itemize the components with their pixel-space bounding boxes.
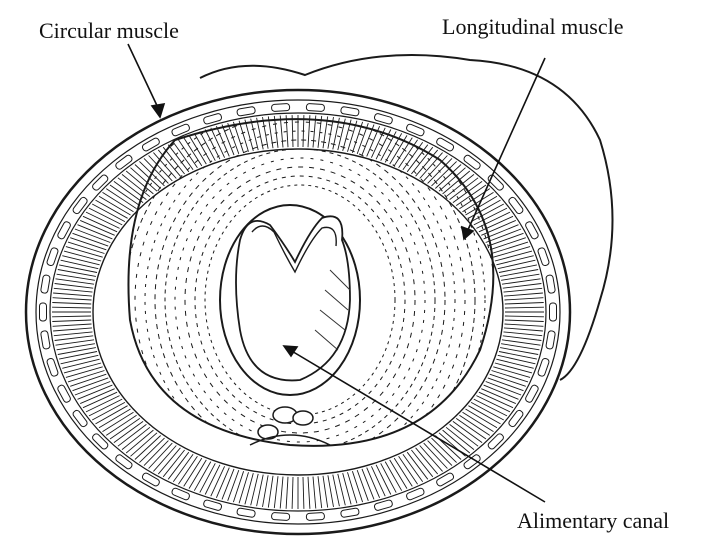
circular-muscle-cell xyxy=(340,106,359,116)
circular-muscle-cell xyxy=(436,472,455,487)
circular-muscle-cell xyxy=(271,513,289,521)
circular-muscle-cell xyxy=(72,196,88,215)
circular-muscle-cell xyxy=(237,508,256,518)
pointer-circular-muscle xyxy=(128,44,160,112)
circular-muscle-cell xyxy=(306,513,324,521)
circular-muscle-cell xyxy=(546,330,556,349)
circular-muscle-cell xyxy=(57,384,72,403)
circular-muscle-cell xyxy=(40,275,50,294)
circular-muscle-cell xyxy=(57,221,72,240)
circular-muscle-cell xyxy=(550,303,557,321)
circular-muscle-cell xyxy=(141,472,160,487)
circular-muscle-cell xyxy=(237,106,256,116)
circular-muscle-cell xyxy=(40,303,47,321)
circular-muscle-cell xyxy=(508,409,524,428)
circular-muscle-cell xyxy=(436,137,455,152)
label-longitudinal-muscle: Longitudinal muscle xyxy=(442,16,623,38)
circular-muscle-cell xyxy=(40,330,50,349)
circular-muscle-cell xyxy=(525,221,540,240)
circular-muscle-cell xyxy=(340,508,359,518)
circular-muscle-cell xyxy=(271,104,289,112)
ventral-nerve-cord xyxy=(250,407,330,445)
circular-muscle-cell xyxy=(306,104,324,112)
label-circular-muscle: Circular muscle xyxy=(39,20,179,42)
alimentary-canal-figure xyxy=(220,205,360,395)
label-alimentary-canal: Alimentary canal xyxy=(517,510,669,532)
circular-muscle-cell xyxy=(72,409,88,428)
circular-muscle-cell xyxy=(525,384,540,403)
circular-muscle-cell xyxy=(508,196,524,215)
circular-muscle-cell xyxy=(546,275,556,294)
circular-muscle-cell xyxy=(141,137,160,152)
